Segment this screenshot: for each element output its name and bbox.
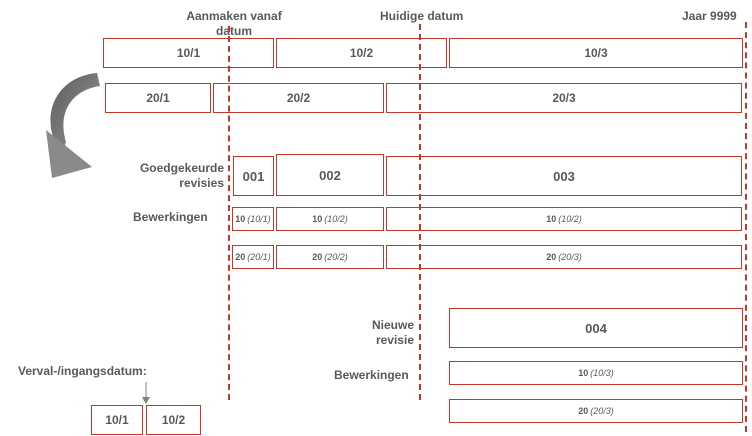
- edit-20-sub: (20/3): [558, 252, 582, 262]
- approved-revisions-label: Goedgekeurde revisies: [106, 161, 224, 191]
- period-10-2: 10/2: [276, 38, 447, 68]
- revision-003: 003: [386, 156, 742, 196]
- period-20-3: 20/3: [386, 83, 742, 113]
- edit-10-num: 10: [578, 368, 589, 378]
- edit-10-num: 10: [312, 214, 323, 224]
- edit-20-num: 20: [546, 252, 557, 262]
- revision-001: 001: [233, 156, 274, 196]
- edit-10-rev-003: 10(10/2): [386, 207, 742, 231]
- legend-10-2: 10/2: [146, 405, 201, 435]
- edit-20-sub: (20/2): [324, 252, 348, 262]
- period-10-3: 10/3: [449, 38, 743, 68]
- year-9999-label: Jaar 9999: [682, 9, 737, 23]
- create-from-date-label: Aanmaken vanaf datum: [186, 9, 282, 38]
- curved-arrow-icon: [46, 73, 100, 178]
- edit-10-sub: (10/1): [247, 214, 271, 224]
- create-from-date-line: [228, 26, 230, 400]
- edit-10-rev-002: 10(10/2): [276, 207, 384, 231]
- edit-10-num: 10: [235, 214, 246, 224]
- edit-20-rev-001: 20(20/1): [232, 245, 274, 269]
- edit-10-num: 10: [546, 214, 557, 224]
- edit-10-sub: (10/2): [558, 214, 582, 224]
- revision-002: 002: [276, 154, 384, 196]
- legend-10-1: 10/1: [91, 405, 143, 435]
- edit-20-sub: (20/1): [247, 252, 271, 262]
- approved-revisions-label-line1: Goedgekeurde: [139, 161, 224, 175]
- approved-revisions-label-line2: revisies: [179, 176, 224, 190]
- new-edits-label: Bewerkingen: [334, 368, 409, 382]
- period-20-1: 20/1: [105, 83, 211, 113]
- edit-20-num: 20: [312, 252, 323, 262]
- new-revision-label: Nieuwe revisie: [330, 318, 414, 348]
- edit-10-rev-001: 10(10/1): [232, 207, 274, 231]
- edit-20-num: 20: [235, 252, 246, 262]
- current-date-label: Huidige datum: [380, 9, 464, 23]
- edit-10-sub: (10/2): [324, 214, 348, 224]
- current-date-line: [419, 24, 421, 400]
- edit-20-rev-004: 20(20/3): [449, 399, 743, 423]
- edit-20-rev-003: 20(20/3): [386, 245, 742, 269]
- expiry-effective-date-label: Verval-/ingangsdatum:: [18, 364, 147, 378]
- edit-10-sub: (10/3): [590, 368, 614, 378]
- edit-20-num: 20: [578, 406, 589, 416]
- new-revision-label-line2: revisie: [375, 333, 414, 347]
- edits-label: Bewerkingen: [133, 210, 208, 224]
- new-revision-label-line1: Nieuwe: [371, 318, 414, 332]
- year-9999-line: [745, 22, 747, 432]
- revision-004: 004: [449, 308, 743, 348]
- period-20-2: 20/2: [213, 83, 384, 113]
- edit-20-sub: (20/3): [590, 406, 614, 416]
- edit-10-rev-004: 10(10/3): [449, 361, 743, 385]
- edit-20-rev-002: 20(20/2): [276, 245, 384, 269]
- period-10-1: 10/1: [103, 38, 274, 68]
